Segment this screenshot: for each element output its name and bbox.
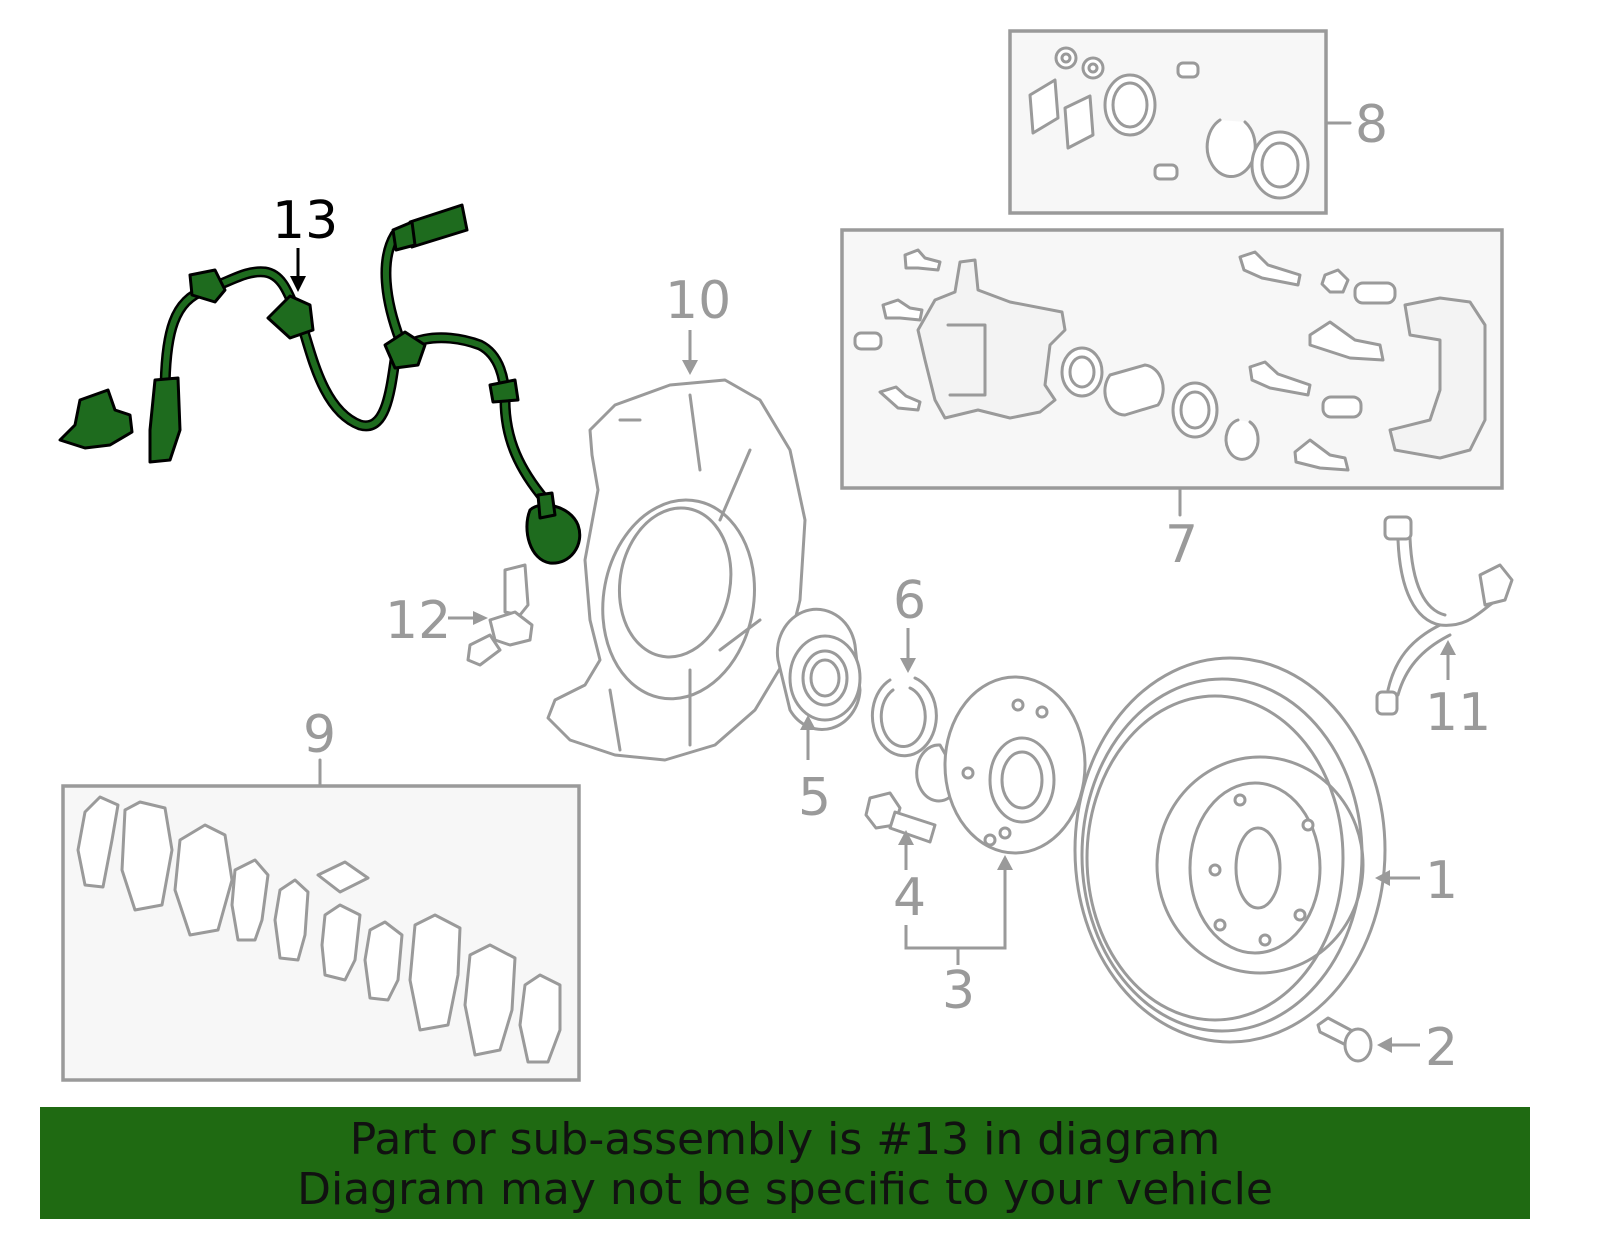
part-1-disc-rotor[interactable]: 1	[1073, 656, 1458, 1044]
callout-6: 6	[893, 571, 926, 631]
callout-3: 3	[942, 961, 975, 1021]
banner-line-2: Diagram may not be specific to your vehi…	[297, 1164, 1273, 1215]
callout-4: 4	[893, 868, 926, 928]
callout-2: 2	[1425, 1018, 1458, 1078]
part-10-splash-shield[interactable]: 10	[546, 271, 807, 762]
part-9-pad-set-box[interactable]: 9	[61, 705, 581, 1082]
part-8-seal-kit-box[interactable]: 8	[1008, 29, 1388, 215]
callout-12: 12	[385, 591, 451, 651]
callout-10: 10	[665, 271, 731, 331]
callout-8: 8	[1355, 95, 1388, 155]
part-4-hub-bolt[interactable]: 4	[864, 791, 937, 928]
part-3-hub-assembly[interactable]: 3	[904, 675, 1087, 1021]
callout-9: 9	[303, 705, 336, 765]
banner-line-1: Part or sub-assembly is #13 in diagram	[349, 1114, 1221, 1165]
part-12-speed-sensor[interactable]: 12	[385, 563, 534, 667]
callout-7: 7	[1165, 515, 1198, 575]
part-5-wheel-bearing[interactable]: 5	[775, 607, 862, 828]
callout-1: 1	[1425, 851, 1458, 911]
callout-11: 11	[1425, 683, 1491, 743]
part-2-rotor-screw[interactable]: 2	[1316, 1016, 1458, 1078]
callout-13: 13	[272, 191, 338, 251]
part-6-snap-ring[interactable]: 6	[870, 571, 938, 758]
part-13-abs-wire-harness[interactable]: 13	[58, 191, 582, 565]
part-11-brake-hose[interactable]: 11	[1375, 515, 1514, 743]
info-banner: Part or sub-assembly is #13 in diagram D…	[40, 1107, 1530, 1219]
callout-5: 5	[798, 768, 831, 828]
part-7-caliper-assembly-box[interactable]: 7	[840, 228, 1504, 575]
